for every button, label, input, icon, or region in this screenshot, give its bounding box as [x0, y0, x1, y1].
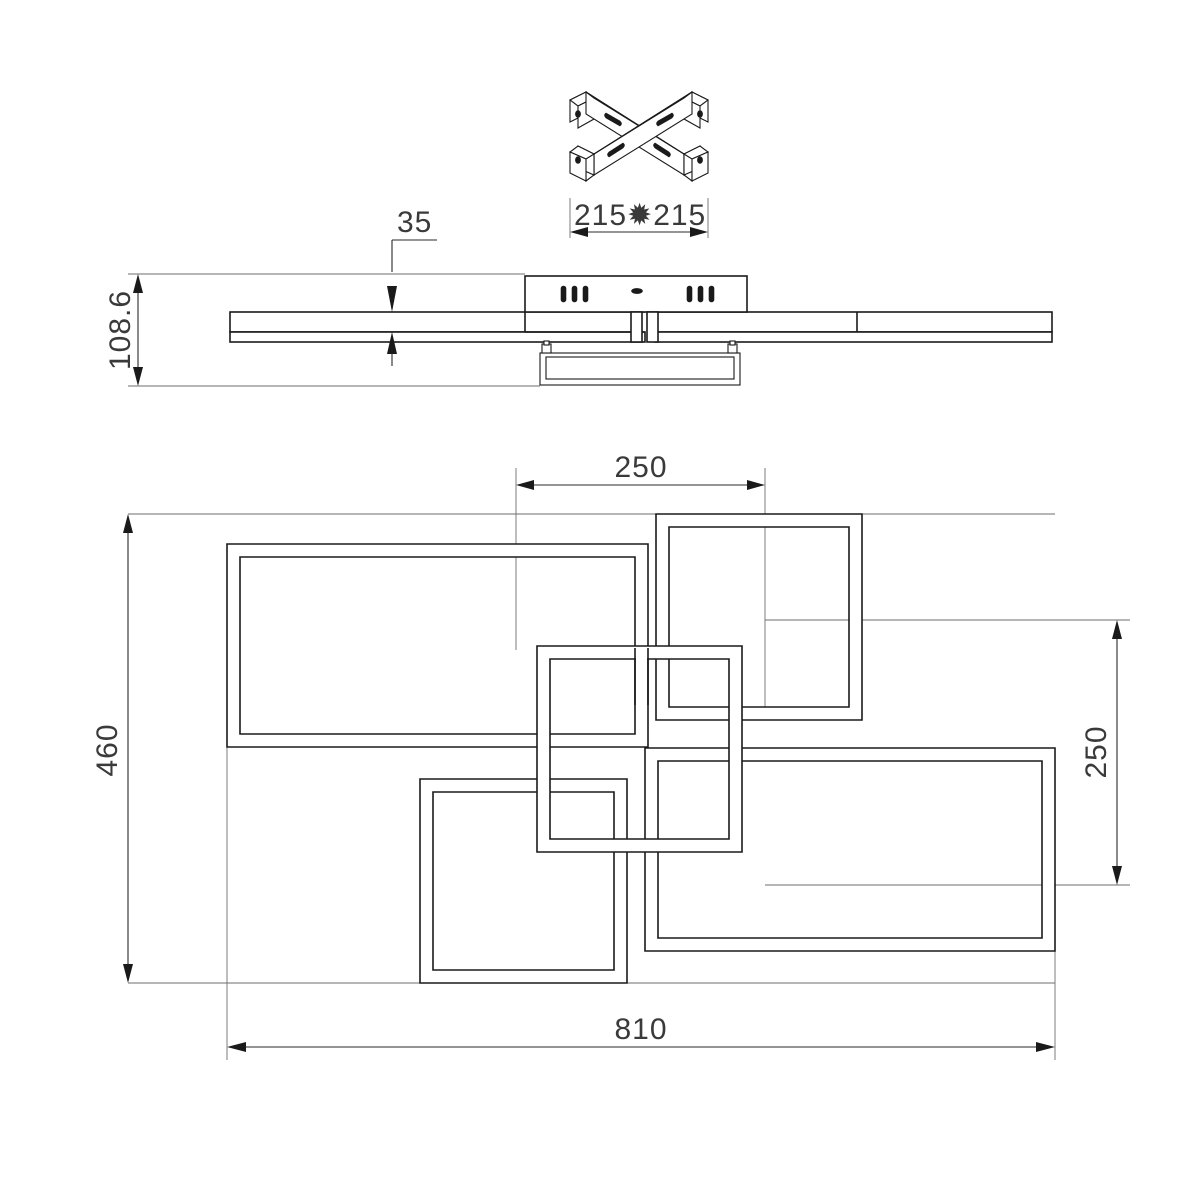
frame-top-left	[226, 543, 649, 748]
dimension-overall-height: 108.6	[104, 273, 540, 387]
dimension-bar-thickness: 35	[387, 206, 437, 366]
bracket-bar-b	[568, 91, 710, 183]
side-mounting-plate	[539, 340, 741, 386]
bracket-bar-a	[568, 91, 710, 183]
dimension-module-height-label: 250	[1080, 725, 1113, 778]
dimension-overall-width-label: 810	[614, 1013, 667, 1046]
frame-center	[536, 645, 743, 853]
vent-slots-left	[560, 285, 589, 303]
dimension-module-height: 250	[1080, 620, 1122, 885]
dimension-overall-depth: 460	[91, 514, 133, 983]
frame-top-right	[655, 513, 863, 721]
dimension-bar-thickness-label: 35	[397, 206, 432, 239]
side-bar-left	[229, 311, 646, 343]
plan-extension-lines	[128, 468, 1130, 1060]
bracket-view: 215✹215	[568, 91, 710, 238]
side-bar-right	[654, 311, 1053, 343]
dimension-bracket-size-label: 215✹215	[574, 199, 706, 232]
center-hole	[631, 288, 643, 294]
side-elevation-view: 108.6 35	[104, 206, 1053, 387]
side-center-stems	[630, 311, 659, 343]
side-center-housing	[524, 275, 748, 313]
frame-bottom-left	[419, 778, 628, 984]
dimension-overall-depth-label: 460	[91, 723, 124, 776]
vent-slots-right	[686, 285, 715, 303]
frame-bottom-right	[644, 747, 1056, 952]
dimension-module-width-label: 250	[614, 451, 667, 484]
plan-view: 250 250 460 810	[91, 451, 1130, 1060]
dimension-module-width: 250	[516, 451, 765, 490]
dimension-bracket-size: 215✹215	[569, 198, 709, 238]
dimension-overall-width: 810	[227, 1013, 1055, 1052]
dimension-overall-height-label: 108.6	[104, 290, 137, 370]
frame-weave-overlaps	[634, 648, 649, 705]
